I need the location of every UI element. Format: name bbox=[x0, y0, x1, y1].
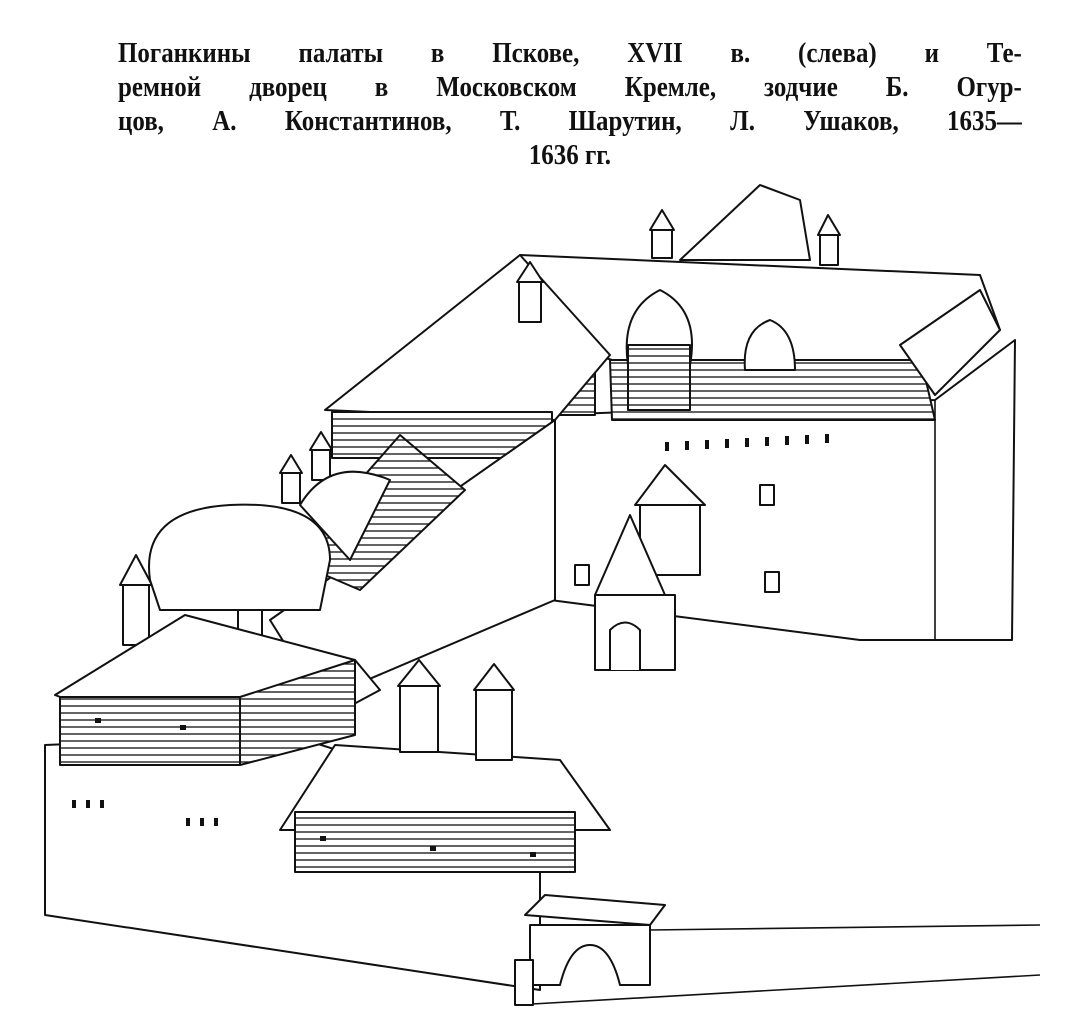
caption-line-1: Поганкины палаты в Пскове, XVII в. (слев… bbox=[118, 37, 1022, 69]
figure-caption: Поганкины палаты в Пскове, XVII в. (слев… bbox=[118, 36, 1022, 172]
terem-palace bbox=[519, 184, 1016, 641]
pogankin-chambers bbox=[44, 614, 611, 991]
towers bbox=[119, 209, 841, 646]
middle-wing bbox=[148, 419, 556, 701]
caption-line-2: ремной дворец в Московском Кремле, зодчи… bbox=[118, 71, 1022, 103]
caption-line-4: 1636 гг. bbox=[528, 139, 612, 171]
caption-line-3: цов, А. Константинов, Т. Шарутин, Л. Уша… bbox=[118, 105, 1022, 137]
porch bbox=[594, 464, 706, 671]
gate bbox=[514, 894, 1041, 1006]
